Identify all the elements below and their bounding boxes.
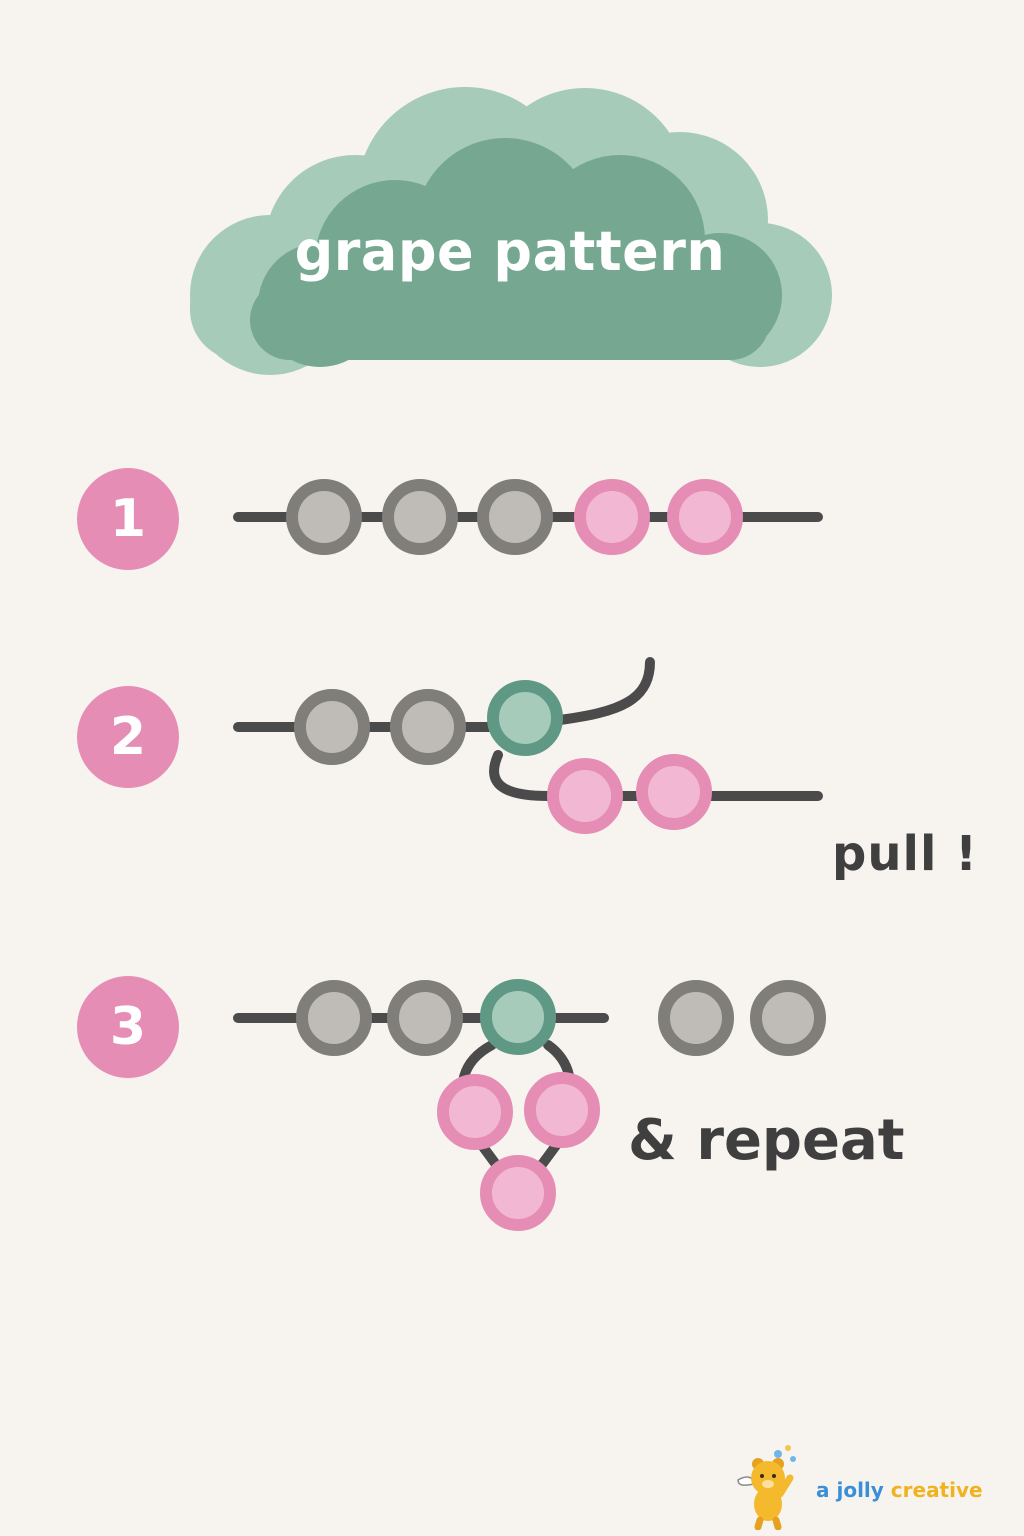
- gray-bead: [294, 689, 370, 765]
- gray-bead: [286, 479, 362, 555]
- gray-bead: [387, 980, 463, 1056]
- step-3-badge: 3: [77, 976, 179, 1078]
- brand-logo: a jolly creative: [730, 1438, 1000, 1530]
- cloud-shape: [190, 87, 832, 375]
- bear-mascot-icon: [737, 1445, 796, 1530]
- pink-bead: [636, 754, 712, 830]
- pink-bead: [547, 758, 623, 834]
- pink-bead: [437, 1074, 513, 1150]
- gray-bead: [750, 980, 826, 1056]
- step-1-badge: 1: [77, 468, 179, 570]
- page-title: grape pattern: [294, 220, 726, 283]
- brand-word-a: a: [816, 1478, 830, 1502]
- string-tail: [555, 657, 655, 725]
- pink-bead: [574, 479, 650, 555]
- gray-bead: [296, 980, 372, 1056]
- title-cloud: grape pattern: [180, 80, 840, 380]
- step-2-badge: 2: [77, 686, 179, 788]
- step-1-diagram: [233, 479, 823, 555]
- green-bead: [480, 979, 556, 1055]
- brand-word-creative: creative: [890, 1478, 983, 1502]
- gray-bead: [658, 980, 734, 1056]
- step-2-diagram: [233, 657, 823, 834]
- step-3-diagram: [233, 979, 826, 1231]
- pink-bead: [524, 1072, 600, 1148]
- brand-name: a jolly creative: [816, 1478, 983, 1502]
- pink-bead: [667, 479, 743, 555]
- green-bead: [487, 680, 563, 756]
- pink-bead: [480, 1155, 556, 1231]
- pull-note: pull !: [832, 826, 979, 882]
- repeat-note: & repeat: [628, 1108, 905, 1173]
- gray-bead: [382, 479, 458, 555]
- gray-bead: [477, 479, 553, 555]
- brand-word-jolly: jolly: [836, 1478, 884, 1502]
- string-loop: [489, 750, 823, 801]
- gray-bead: [390, 689, 466, 765]
